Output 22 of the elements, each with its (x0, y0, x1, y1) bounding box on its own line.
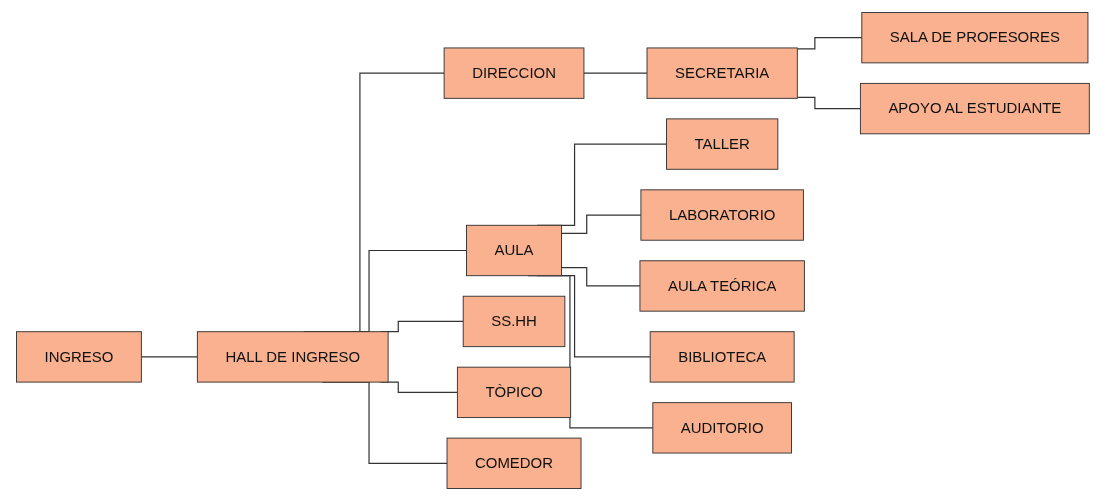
node-box (456, 366, 571, 419)
node-box (649, 331, 795, 383)
connector (796, 96, 861, 110)
node-box (665, 118, 778, 170)
connector (140, 356, 198, 358)
node-box (443, 47, 584, 99)
node-box (640, 189, 804, 241)
connector (560, 214, 642, 234)
node-box (462, 295, 565, 348)
node-box (860, 12, 1088, 64)
node-box (859, 82, 1090, 135)
flowchart-diagram: INGRESO HALL DE INGRESO DIRECCION AULA SS.HH TÒPICO COMEDOR SECRETARIA SALA DE PROFESORES APOYO AL ESTUDIANTE TALLER LABORATORIO AULA TEÓRICA BIBLIOTECA AUDITORIO (8, 5, 1097, 496)
node-box (465, 224, 562, 277)
node-box (646, 47, 798, 99)
connector (560, 267, 641, 287)
node-box (15, 331, 142, 383)
node-box (651, 402, 792, 454)
connector (582, 72, 648, 74)
node-box (196, 331, 389, 383)
node-box (639, 260, 805, 312)
node-box (446, 437, 582, 489)
connector (796, 37, 862, 50)
